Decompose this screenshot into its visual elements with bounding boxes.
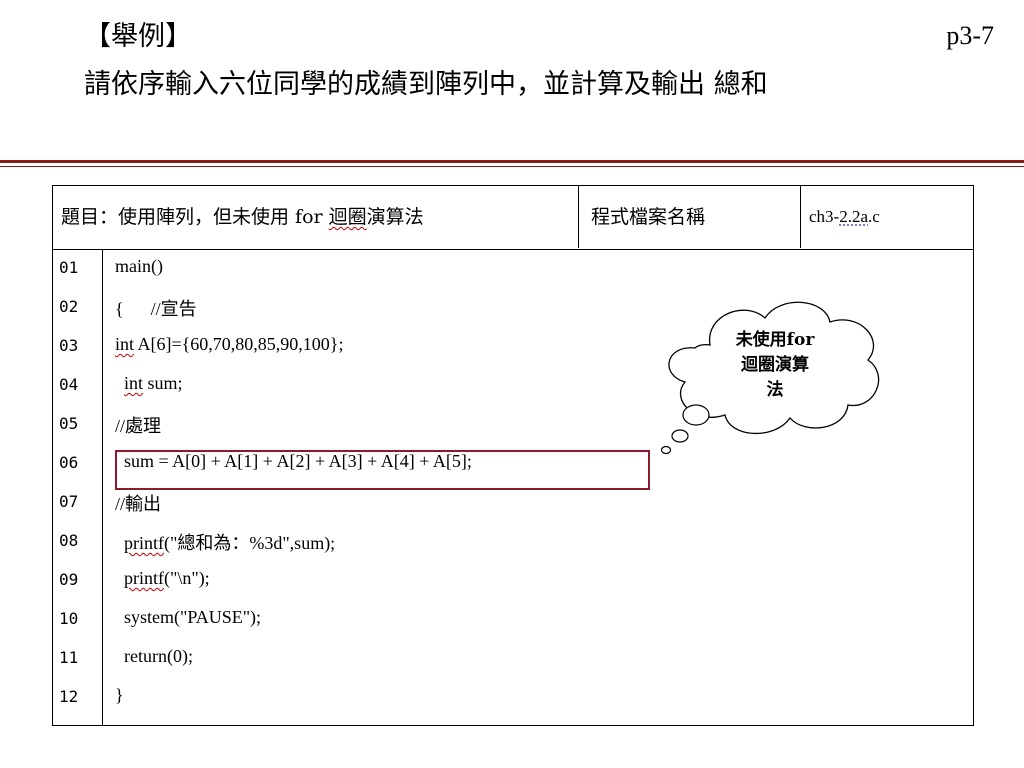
line-number: 02 — [59, 297, 79, 316]
divider-thick — [0, 160, 1024, 163]
header-filename-cell: ch3-2.2a.c — [801, 186, 973, 248]
line-number: 01 — [59, 258, 79, 277]
line-number: 09 — [59, 570, 79, 589]
line-number: 07 — [59, 492, 79, 511]
header-title-prefix: 題目：使用陣列，但未使用 for — [61, 206, 329, 228]
callout-text: 未使用for 迴圈演算 法 — [735, 330, 815, 400]
line-text: main() — [115, 256, 163, 276]
line-text: printf("\n"); — [124, 568, 210, 588]
thought-cloud-icon — [660, 301, 880, 455]
line-number: 12 — [59, 687, 79, 706]
header-title-cell: 題目：使用陣列，但未使用 for 迴圈演算法 — [53, 186, 579, 248]
line-text: int sum; — [124, 373, 183, 393]
header-label-cell: 程式檔案名稱 — [579, 186, 801, 248]
line-number: 06 — [59, 453, 79, 472]
line-text: //輸出 — [115, 494, 162, 514]
table-header: 題目：使用陣列，但未使用 for 迴圈演算法 程式檔案名稱 ch3-2.2a.c — [53, 186, 973, 250]
code-line-07: 07 //輸出 — [53, 484, 973, 523]
divider-thin — [0, 166, 1024, 167]
line-text: sum = A[0] + A[1] + A[2] + A[3] + A[4] +… — [115, 451, 472, 471]
line-number-column-border — [102, 250, 103, 725]
line-text: printf("總和為：%3d",sum); — [124, 533, 336, 553]
line-text: //處理 — [115, 416, 162, 436]
code-line-04: 04 int sum; — [53, 367, 973, 406]
slide-heading: 【舉例】 — [84, 21, 192, 52]
line-text: } — [115, 685, 124, 705]
page-number: p3-7 — [946, 21, 994, 50]
line-number: 05 — [59, 414, 79, 433]
code-line-12: 12 } — [53, 679, 973, 718]
code-table: 題目：使用陣列，但未使用 for 迴圈演算法 程式檔案名稱 ch3-2.2a.c… — [52, 185, 974, 726]
line-number: 03 — [59, 336, 79, 355]
line-text: int A[6]={60,70,80,85,90,100}; — [115, 334, 344, 354]
thought-bubble-callout: 未使用for 迴圈演算 法 — [650, 290, 890, 460]
code-body: 01 main() 02 { //宣告 03 int A[6]={60,70,8… — [53, 250, 973, 725]
code-line-10: 10 system("PAUSE"); — [53, 601, 973, 640]
line-number: 04 — [59, 375, 79, 394]
code-line-03: 03 int A[6]={60,70,80,85,90,100}; — [53, 328, 973, 367]
filename-suffix: .c — [868, 207, 880, 226]
slide-subtitle: 請依序輸入六位同學的成績到陣列中，並計算及輸出 總和 — [84, 69, 768, 100]
code-line-11: 11 return(0); — [53, 640, 973, 679]
line-number: 11 — [59, 648, 79, 667]
filename-prefix: ch3- — [809, 207, 840, 226]
code-line-01: 01 main() — [53, 250, 973, 289]
code-line-05: 05 //處理 — [53, 406, 973, 445]
code-line-02: 02 { //宣告 — [53, 289, 973, 328]
line-text: system("PAUSE"); — [115, 607, 262, 627]
line-text: return(0); — [115, 646, 193, 666]
code-line-06: 06 sum = A[0] + A[1] + A[2] + A[3] + A[4… — [53, 445, 973, 484]
line-text: { //宣告 — [115, 299, 197, 319]
line-number: 10 — [59, 609, 79, 628]
code-line-09: 09 printf("\n"); — [53, 562, 973, 601]
line-number: 08 — [59, 531, 79, 550]
highlight-box — [115, 450, 650, 490]
code-line-08: 08 printf("總和為：%3d",sum); — [53, 523, 973, 562]
filename-dotted: 2.2a — [839, 207, 869, 226]
header-title-squiggle: 迴圈 — [328, 206, 367, 228]
header-title-suffix: 演算法 — [366, 206, 424, 228]
